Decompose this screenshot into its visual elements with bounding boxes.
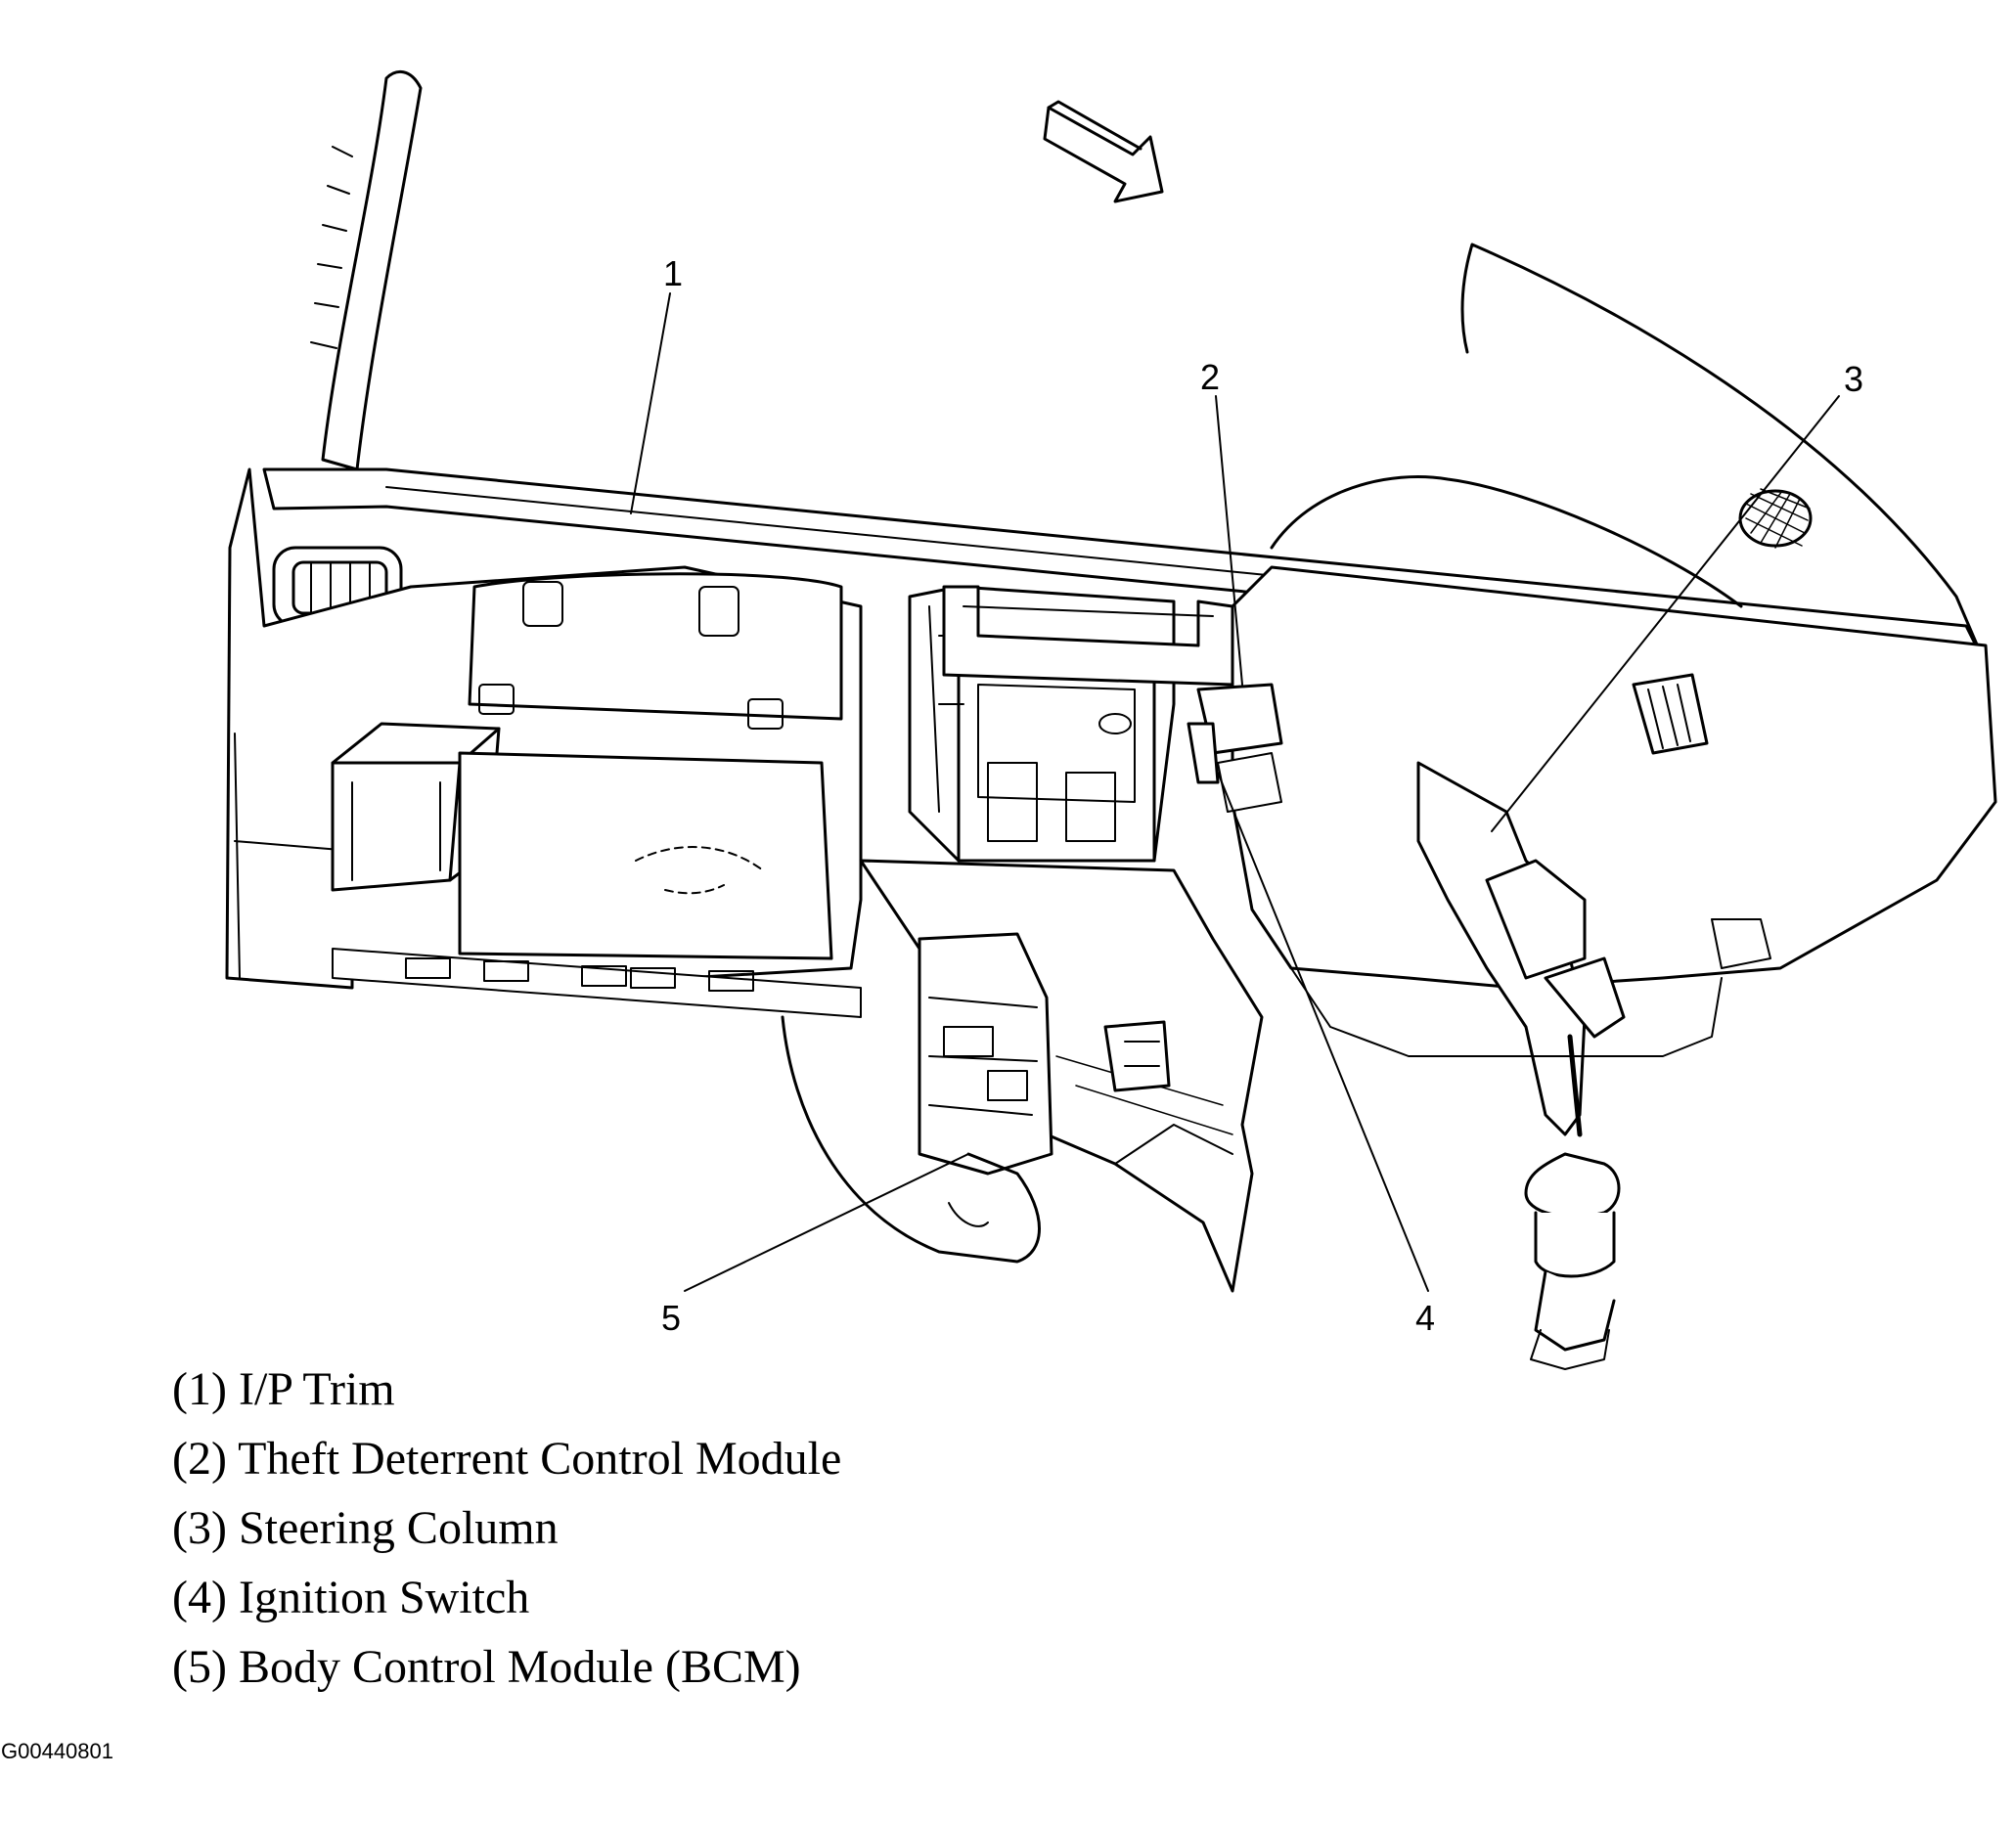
lower-connector-strip [332,948,862,1018]
leader-lines [630,292,1840,1292]
passenger-airbag-module [331,722,501,892]
direction-arrow [1043,106,1164,203]
glovebox-frame [468,572,843,721]
leader-line-5 [684,1153,969,1292]
theft-deterrent-module [1187,683,1283,813]
leader-line-2 [1215,395,1243,686]
legend-item-2: (2) Theft Deterrent Control Module [172,1433,842,1485]
callout-4: 4 [1415,1298,1436,1338]
left-knee-bolster [781,1015,1041,1264]
leader-line-1 [630,292,671,514]
center-connector [1103,1020,1171,1092]
right-lower-trim [1290,967,1723,1057]
speaker-grille [1738,488,1813,549]
lower-storage-box [458,751,833,960]
callout-2: 2 [1200,357,1221,397]
legend-item-3: (3) Steering Column [172,1502,559,1554]
right-air-vent [1632,673,1709,755]
figure-id: G00440801 [1,1739,113,1763]
leader-line-4 [1217,772,1429,1292]
callout-3: 3 [1844,359,1864,399]
legend-item-5: (5) Body Control Module (BCM) [172,1641,801,1693]
callout-5: 5 [661,1298,682,1338]
callout-1: 1 [663,253,684,293]
a-pillar [321,69,423,471]
right-dash-body [1231,565,1997,990]
legend: (1) I/P Trim (2) Theft Deterrent Control… [172,1355,841,1702]
body-control-module [918,932,1053,1176]
legend-item-1: (1) I/P Trim [172,1363,395,1415]
center-air-vent [942,585,1234,687]
leader-line-3 [1491,395,1840,832]
dash-hump [1270,475,1743,608]
windshield-edge [1460,243,1988,667]
legend-item-4: (4) Ignition Switch [172,1572,530,1623]
steering-column [1416,761,1626,1370]
